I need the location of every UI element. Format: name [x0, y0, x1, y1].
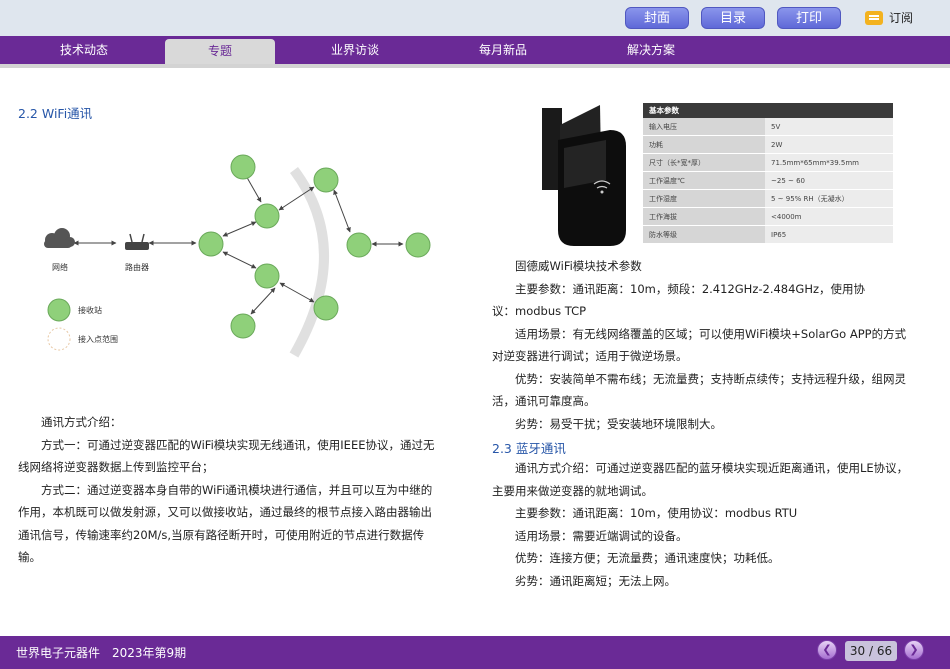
- network-label: 网络: [52, 262, 68, 272]
- param-value: <4000m: [765, 207, 893, 226]
- router-icon: [125, 233, 149, 250]
- wifi-description: 通讯方式介绍： 方式一：可通过逆变器匹配的WiFi模块实现无线通讯，使用IEEE…: [18, 411, 434, 569]
- text-line: 劣势：通讯距离短；无法上网。: [492, 573, 676, 588]
- mesh-node: [313, 167, 339, 193]
- section-heading-wifi: 2.2 WiFi通讯: [18, 106, 93, 121]
- text-line: 主要参数：通讯距离：10m，使用协议：modbus RTU: [492, 506, 798, 520]
- legend-station-label: 接收站: [78, 305, 102, 315]
- prev-page-button[interactable]: ❮: [817, 640, 837, 660]
- param-value: 71.5mm*65mm*39.5mm: [765, 153, 893, 172]
- mesh-node: [254, 203, 280, 229]
- text-line: 方式二：通过逆变器本身自带的WiFi通讯模块进行通信，并且可以互为中继的: [18, 482, 433, 497]
- text-line: 适用场景：有无线网络覆盖的区域；可以使用WiFi模块+SolarGo APP的方…: [492, 326, 907, 341]
- param-key: 工作海拔: [643, 207, 765, 226]
- text-line: 输。: [18, 550, 41, 564]
- param-value: 2W: [765, 135, 893, 154]
- wifi-mesh-diagram: 网络 路由器 接收站 接入点范围: [44, 154, 431, 358]
- nav-tab-solutions[interactable]: 解决方案: [626, 43, 675, 57]
- param-key: 尺寸（长*宽*厚）: [643, 153, 765, 172]
- nav-tab-new-products[interactable]: 每月新品: [478, 43, 527, 57]
- text-line: 通讯方式介绍：: [18, 415, 122, 429]
- wifi-module-photo: [542, 105, 626, 246]
- toc-button[interactable]: 目录: [701, 7, 765, 29]
- router-label: 路由器: [125, 262, 149, 272]
- wifi-module-specs: 固德威WiFi模块技术参数 主要参数：通讯距离：10m，频段：2.412GHz-…: [492, 255, 906, 435]
- param-key: 功耗: [643, 135, 765, 154]
- mesh-node: [230, 154, 256, 180]
- text-line: 主要用来做逆变器的就地调试。: [492, 483, 653, 498]
- nav-tab-tech-news[interactable]: 技术动态: [59, 43, 108, 57]
- cover-button[interactable]: 封面: [625, 7, 689, 29]
- param-key: 工作温度℃: [643, 171, 765, 190]
- page-indicator: 30 / 66: [845, 641, 897, 661]
- mesh-node: [405, 232, 431, 258]
- nav-tab-interviews[interactable]: 业界访谈: [330, 43, 379, 57]
- nav-tab-special[interactable]: 专题: [165, 39, 275, 64]
- text-line: 对逆变器进行调试；适用于微逆场景。: [492, 349, 688, 363]
- mesh-node: [230, 313, 256, 339]
- param-key: 防水等级: [643, 225, 765, 244]
- footer-bar: 世界电子元器件 2023年第9期: [0, 636, 950, 669]
- subscribe-label: 订阅: [889, 11, 914, 25]
- legend-range-label: 接入点范围: [78, 334, 118, 344]
- mesh-node: [346, 232, 372, 258]
- text-line: 活，通讯可靠度高。: [492, 394, 596, 408]
- top-toolbar: 封面 目录 打印 订阅: [0, 0, 950, 36]
- text-line: 主要参数：通讯距离：10m，频段：2.412GHz-2.484GHz，使用协: [492, 281, 866, 296]
- print-button[interactable]: 打印: [777, 7, 841, 29]
- text-line: 线网络将逆变器数据上传到监控平台；: [18, 460, 214, 474]
- subscribe-button[interactable]: 订阅: [865, 9, 913, 26]
- param-value: 5V: [765, 118, 893, 136]
- message-icon: [865, 10, 883, 25]
- next-page-button[interactable]: ❯: [904, 640, 924, 660]
- legend-node: [47, 298, 71, 322]
- text-line: 优势：安装简单不需布线；无流量费；支持断点续传；支持远程升级，组网灵: [492, 371, 906, 386]
- cloud-icon: [44, 228, 75, 248]
- text-line: 固德威WiFi模块技术参数: [492, 259, 642, 273]
- wifi-icon: [593, 180, 611, 189]
- text-line: 优势：连接方便；无流量费；通讯速度快；功耗低。: [492, 551, 780, 565]
- text-line: 议：modbus TCP: [492, 304, 587, 318]
- param-value: IP65: [765, 225, 893, 244]
- section-nav: 技术动态 专题 业界访谈 每月新品 解决方案: [0, 36, 950, 68]
- section-heading-bluetooth: 2.3 蓝牙通讯: [492, 441, 566, 456]
- text-line: 通讯信号，传输速率约20M/s,当原有路径断开时，可使用附近的节点进行数据传: [18, 527, 425, 542]
- param-key: 输入电压: [643, 118, 765, 136]
- bluetooth-description: 通讯方式介绍：可通过逆变器匹配的蓝牙模块实现近距离通讯，使用LE协议， 主要用来…: [492, 457, 908, 592]
- param-value: 5 ~ 95% RH（无凝水）: [765, 189, 893, 208]
- param-value: ~25 ~ 60: [765, 171, 893, 190]
- text-line: 通讯方式介绍：可通过逆变器匹配的蓝牙模块实现近距离通讯，使用LE协议，: [492, 461, 909, 475]
- text-line: 适用场景：需要近端调试的设备。: [492, 528, 688, 543]
- mesh-node: [254, 263, 280, 289]
- publication-label: 世界电子元器件 2023年第9期: [16, 646, 187, 660]
- text-line: 方式一：可通过逆变器匹配的WiFi模块实现无线通讯，使用IEEE协议，通过无: [18, 437, 435, 452]
- text-line: 作用，本机既可以做发射源，又可以做接收站，通过最终的根节点接入路由器输出: [18, 505, 432, 519]
- mesh-node: [198, 231, 224, 257]
- legend-range-swatch: [47, 327, 71, 351]
- param-key: 工作湿度: [643, 189, 765, 208]
- text-line: 劣势：易受干扰；受安装地环境限制大。: [492, 416, 722, 431]
- mesh-node: [313, 295, 339, 321]
- params-table-header: 基本参数: [643, 103, 893, 118]
